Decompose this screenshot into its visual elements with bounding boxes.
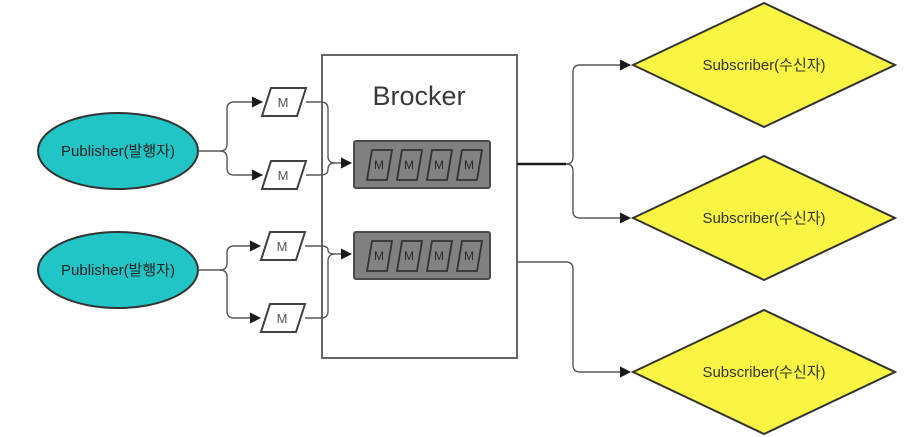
subscriber-label: Subscriber(수신자) — [702, 57, 825, 74]
arrow-to-subscriber-3 — [517, 261, 632, 378]
route-message-4: M — [259, 303, 307, 333]
subscriber-label: Subscriber(수신자) — [702, 210, 825, 227]
queue-message-parallelogram — [365, 149, 394, 181]
queue-message-parallelogram — [395, 240, 424, 272]
message-parallelogram — [259, 303, 307, 333]
arrow-to-subscriber-2 — [565, 163, 632, 224]
publisher-node-2: Publisher(발행자) — [37, 231, 199, 309]
message-parallelogram — [260, 87, 308, 117]
connector-line — [306, 101, 336, 164]
message-parallelogram — [260, 160, 308, 190]
queue-message-parallelogram — [425, 240, 454, 272]
queue-message-label: M — [464, 249, 474, 263]
broker-title: Brocker — [372, 81, 465, 111]
message-parallelogram — [259, 231, 307, 261]
subscriber-diamond — [630, 154, 898, 282]
queue-1: M M M M — [353, 140, 491, 189]
route-message-3: M — [259, 231, 307, 261]
arrow-to-message-2 — [219, 150, 264, 181]
queue-message-parallelogram — [395, 149, 424, 181]
message-label: M — [277, 311, 288, 326]
broker-node: Brocker — [321, 54, 518, 359]
message-label: M — [278, 168, 289, 183]
arrow-to-message-1 — [219, 96, 264, 152]
publisher-2-routing-connectors — [198, 240, 262, 324]
queue-message-parallelogram — [455, 149, 484, 181]
queue-message-label: M — [374, 158, 384, 172]
subscriber-node-2: Subscriber(수신자) — [630, 154, 898, 282]
queue-message-label: M — [434, 158, 444, 172]
subscriber-diamond — [630, 308, 898, 436]
queue-message-label: M — [464, 158, 474, 172]
queue-message-parallelogram — [455, 240, 484, 272]
publisher-1-routing-connectors — [198, 96, 264, 181]
route-message-2: M — [260, 160, 308, 190]
broker-box — [321, 54, 518, 359]
publisher-label: Publisher(발행자) — [61, 143, 175, 160]
queue-2: M M M M — [353, 231, 491, 280]
message-label: M — [278, 95, 289, 110]
connector-line — [305, 245, 336, 255]
route-message-1: M — [260, 87, 308, 117]
queue-message-label: M — [374, 249, 384, 263]
queue-message-label: M — [404, 249, 414, 263]
connector-line — [306, 162, 336, 176]
message-label: M — [277, 239, 288, 254]
queue-message-parallelogram — [365, 240, 394, 272]
queue-message-label: M — [404, 158, 414, 172]
arrow-to-subscriber-1 — [565, 59, 632, 165]
subscriber-label: Subscriber(수신자) — [702, 364, 825, 381]
arrow-to-message-4 — [219, 269, 262, 324]
connector-line — [305, 253, 336, 319]
subscriber-node-3: Subscriber(수신자) — [630, 308, 898, 436]
arrow-to-message-3 — [219, 240, 262, 271]
queue-2-inbound-connectors — [305, 245, 353, 319]
subscriber-node-1: Subscriber(수신자) — [630, 1, 898, 129]
publisher-node-1: Publisher(발행자) — [37, 112, 199, 190]
broker-outbound-connectors — [517, 59, 632, 378]
queue-message-label: M — [434, 249, 444, 263]
queue-message-parallelogram — [425, 149, 454, 181]
publisher-label: Publisher(발행자) — [61, 262, 175, 279]
subscriber-diamond — [630, 1, 898, 129]
queue-1-inbound-connectors — [306, 101, 353, 176]
